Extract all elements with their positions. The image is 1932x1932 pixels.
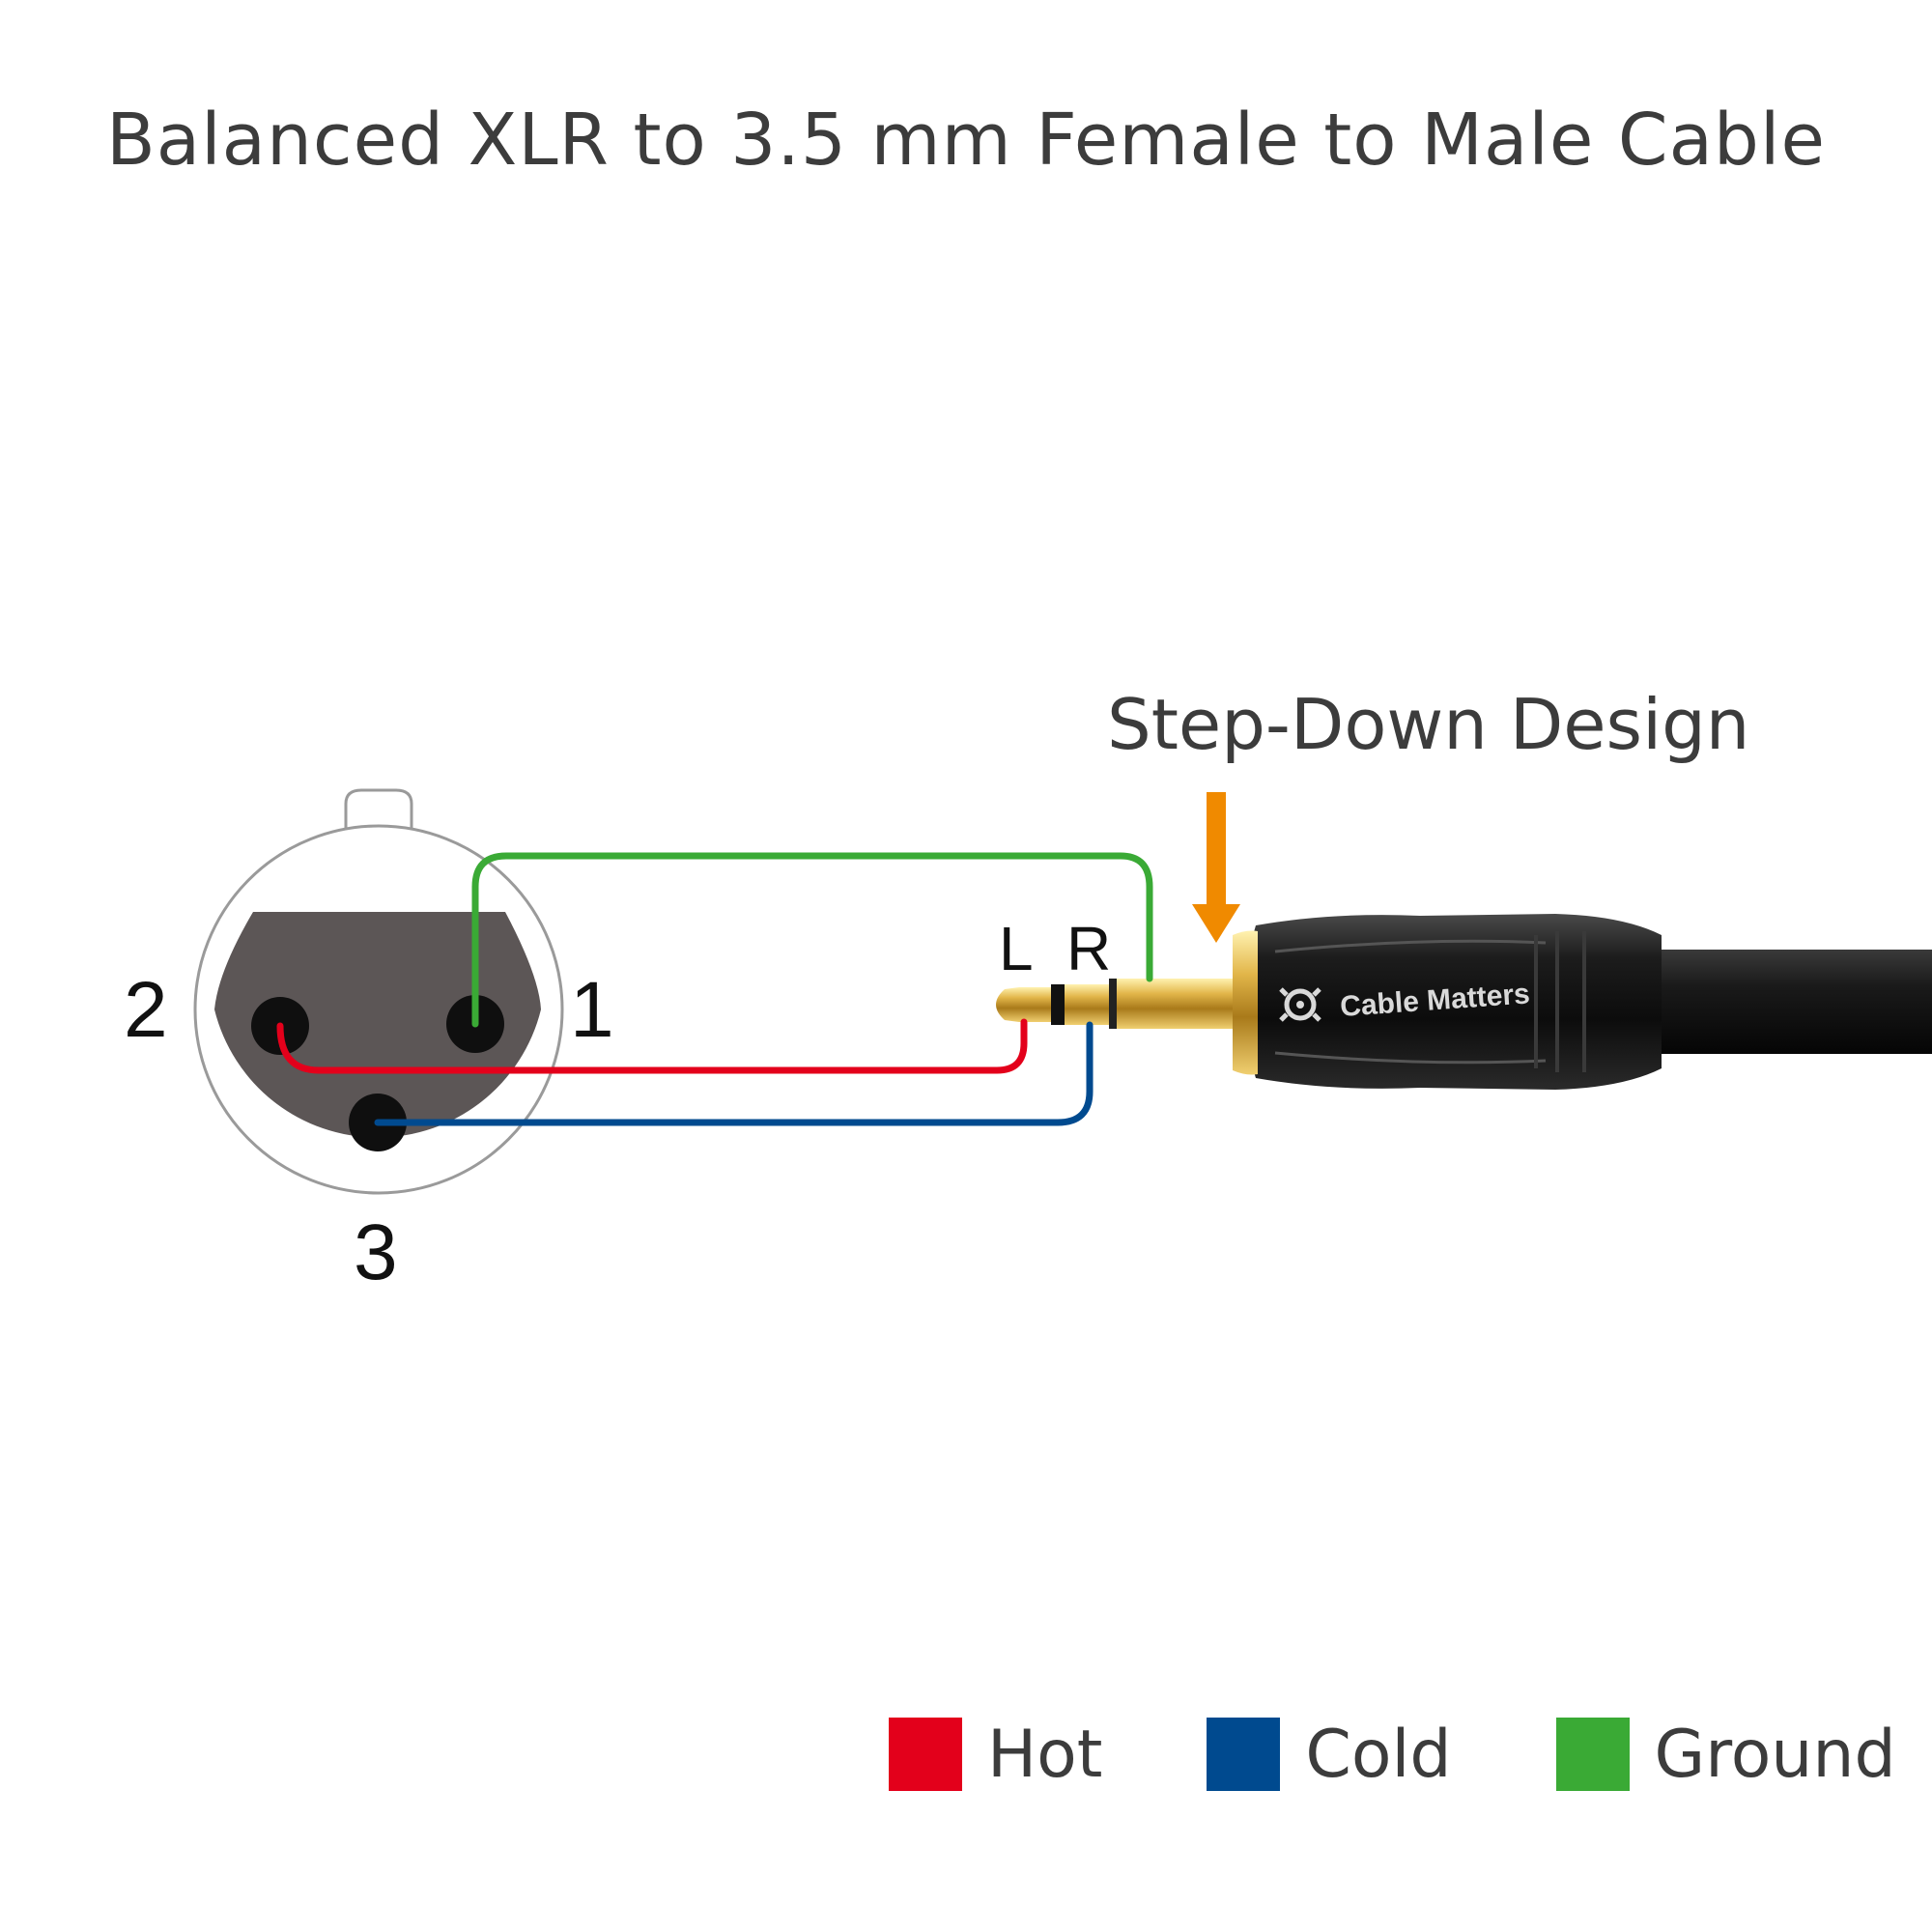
- xlr-female-connector: [193, 788, 564, 1195]
- plug-sleeve: [1109, 979, 1233, 1029]
- plug-insulator-2: [1109, 979, 1117, 1029]
- page-title: Balanced XLR to 3.5 mm Female to Male Ca…: [106, 99, 1826, 182]
- ground-swatch: [1555, 1718, 1630, 1791]
- pin-2-label: 2: [124, 966, 168, 1054]
- legend-label-cold: Cold: [1305, 1716, 1452, 1793]
- brand-logo-icon: [1279, 987, 1321, 1022]
- left-channel-label: L: [999, 914, 1034, 983]
- wire-legend: Hot Cold Ground: [889, 1716, 1896, 1793]
- trs-plug: Cable Matters: [996, 914, 1932, 1090]
- plug-body-ridge-bottom: [1274, 1051, 1547, 1065]
- plug-tip: [996, 987, 1019, 1022]
- legend-item-ground: Ground: [1555, 1716, 1896, 1793]
- plug-ring: [1065, 984, 1109, 1025]
- legend-label-hot: Hot: [987, 1716, 1103, 1793]
- legend-item-hot: Hot: [889, 1717, 1102, 1793]
- cable-jacket: [1642, 950, 1932, 1054]
- cold-wire: [374, 1021, 1094, 1126]
- ground-wire: [471, 852, 1153, 1028]
- legend-label-ground: Ground: [1654, 1716, 1896, 1793]
- legend-item-cold: Cold: [1207, 1716, 1452, 1793]
- right-channel-label: R: [1066, 914, 1111, 983]
- plug-body-ridge-top: [1274, 939, 1547, 953]
- pin-3-label: 3: [354, 1208, 398, 1296]
- plug-tip-shaft: [1019, 987, 1051, 1022]
- plug-gold-collar: [1233, 930, 1258, 1075]
- step-down-callout: Step-Down Design: [1107, 684, 1750, 765]
- plug-insulator-1: [1051, 984, 1065, 1025]
- pin-1-label: 1: [570, 966, 614, 1054]
- cold-swatch: [1207, 1718, 1281, 1791]
- xlr-insert: [214, 912, 541, 1138]
- hot-swatch: [889, 1718, 962, 1791]
- step-down-arrow-icon: [1192, 792, 1240, 943]
- hot-wire: [276, 1018, 1028, 1074]
- xlr-latch-tab: [344, 788, 413, 831]
